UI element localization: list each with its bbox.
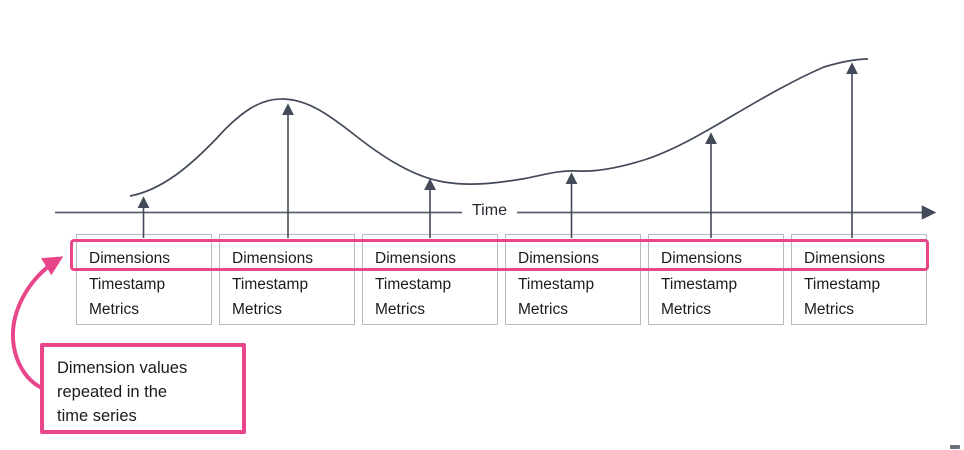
timeseries-curve	[129, 58, 869, 197]
record-field-dimensions: Dimensions	[232, 250, 313, 267]
dimensions-highlight-rect	[70, 239, 929, 271]
record-field-metrics: Metrics	[661, 301, 711, 318]
record-box-5: Dimensions Timestamp Metrics	[648, 234, 784, 325]
stray-mark	[950, 445, 960, 449]
record-field-metrics: Metrics	[804, 301, 854, 318]
record-field-timestamp: Timestamp	[518, 275, 595, 293]
annotation-box: Dimension values repeated in the time se…	[40, 343, 246, 434]
record-field-dimensions: Dimensions	[804, 250, 885, 267]
record-field-metrics: Metrics	[375, 301, 425, 318]
record-field-dimensions: Dimensions	[375, 250, 456, 267]
record-field-timestamp: Timestamp	[661, 275, 738, 293]
record-field-metrics: Metrics	[89, 301, 139, 318]
time-axis-label: Time	[462, 202, 517, 220]
record-field-metrics: Metrics	[518, 301, 568, 318]
record-field-timestamp: Timestamp	[804, 275, 881, 293]
annotation-line-2: repeated in the	[57, 383, 168, 401]
record-field-dimensions: Dimensions	[518, 250, 599, 267]
record-box-6: Dimensions Timestamp Metrics	[791, 234, 927, 325]
annotation-line-3: time series	[57, 407, 137, 425]
record-field-timestamp: Timestamp	[375, 275, 452, 293]
record-field-timestamp: Timestamp	[89, 275, 166, 293]
annotation-line-1: Dimension values	[57, 359, 188, 377]
record-field-metrics: Metrics	[232, 301, 282, 318]
record-field-dimensions: Dimensions	[661, 250, 742, 267]
record-field-dimensions: Dimensions	[89, 250, 170, 267]
record-field-timestamp: Timestamp	[232, 275, 309, 293]
record-box-2: Dimensions Timestamp Metrics	[219, 234, 355, 325]
record-box-4: Dimensions Timestamp Metrics	[505, 234, 641, 325]
record-box-1: Dimensions Timestamp Metrics	[76, 234, 212, 325]
